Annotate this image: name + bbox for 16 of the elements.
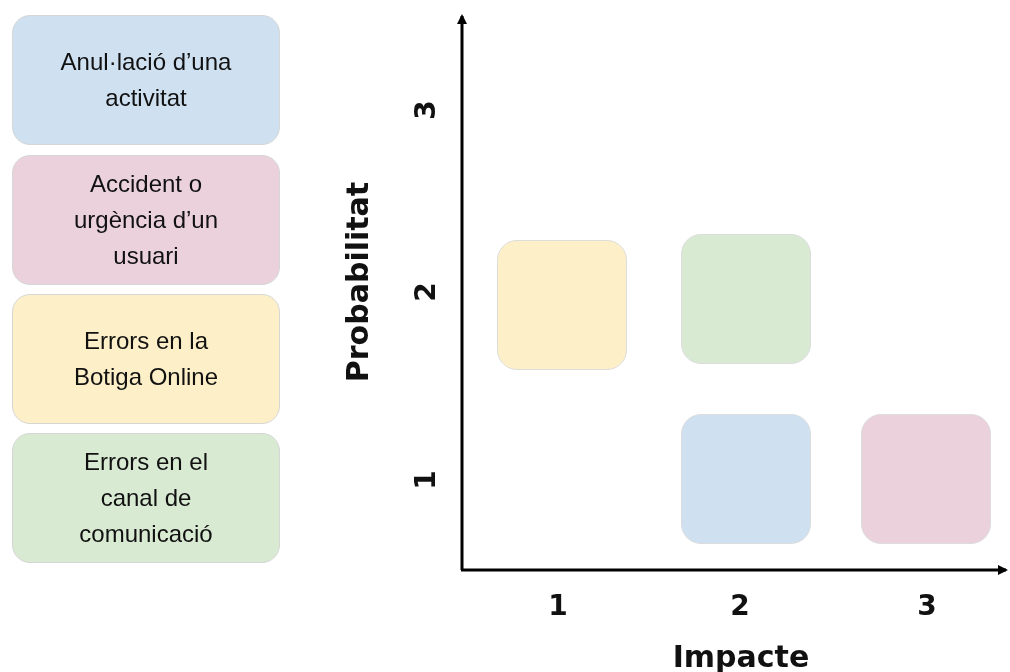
x-tick-label: 2 xyxy=(730,588,750,622)
legend-text: Anul·lació d’una activitat xyxy=(59,47,233,113)
x-tick-label: 1 xyxy=(548,588,568,622)
risk-square xyxy=(497,240,627,370)
y-tick-label: 3 xyxy=(408,100,442,120)
legend-text: Errors en la Botiga Online xyxy=(72,326,220,392)
y-tick-label: 1 xyxy=(408,470,442,490)
x-tick-label: 3 xyxy=(917,588,937,622)
risk-square xyxy=(681,234,811,364)
axis-title: Probabilitat xyxy=(339,181,375,383)
y-tick-label: 2 xyxy=(408,282,442,302)
risk-square xyxy=(681,414,811,544)
legend-text: Errors en el canal de comunicació xyxy=(78,447,214,549)
risk-square xyxy=(861,414,991,544)
legend-text: Accident o urgència d’un usuari xyxy=(72,169,220,271)
axis-title: Impacte xyxy=(672,638,810,672)
